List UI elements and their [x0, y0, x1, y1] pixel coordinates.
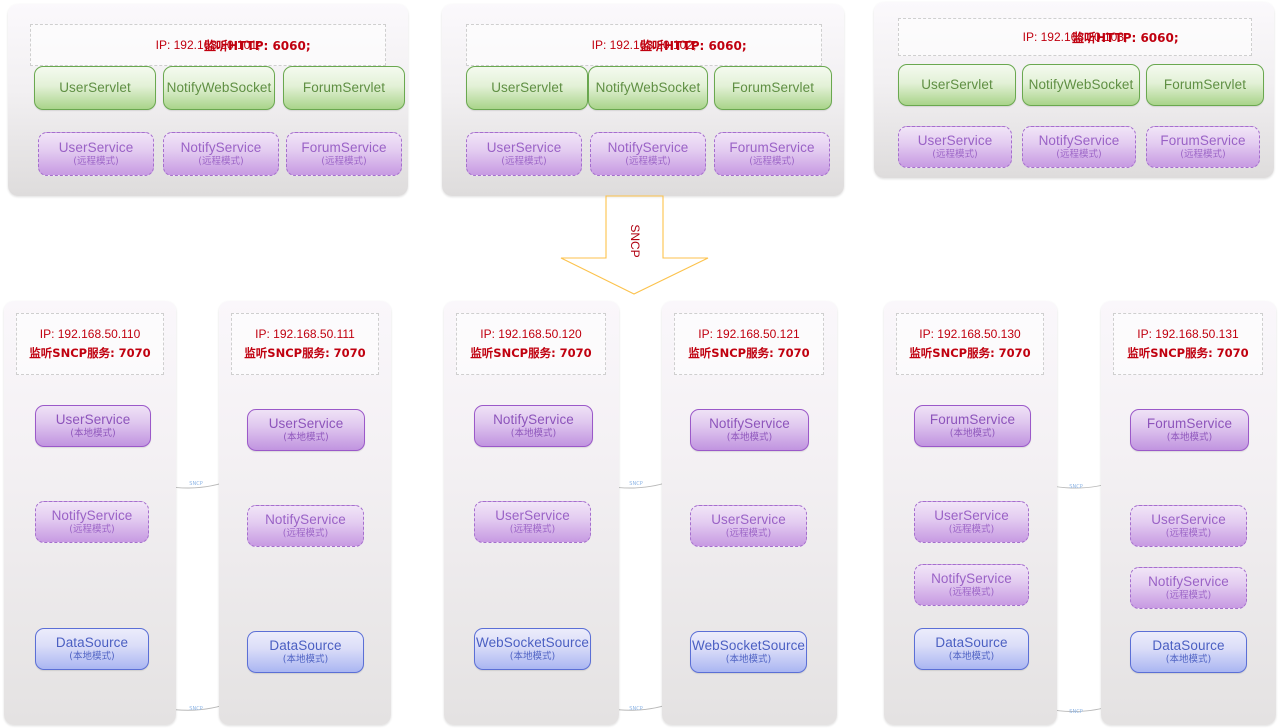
node-header: IP: 192.168.50.130 监听SNCP服务: 7070 [896, 313, 1044, 375]
service-node-panel[interactable]: IP: 192.168.50.131 监听SNCP服务: 7070 ForumS… [1101, 301, 1276, 725]
link-label-sncp: SNCP [1069, 484, 1083, 490]
node-header: IP: 192.168.20.102; [466, 24, 822, 66]
service-box[interactable]: NotifyService(远程模式) [1022, 126, 1136, 168]
datasource-box[interactable]: DataSource(本地模式) [914, 628, 1029, 670]
service-box[interactable]: ForumService(本地模式) [1130, 409, 1249, 451]
service-box[interactable]: UserService(远程模式) [690, 505, 807, 547]
header-port: 监听HTTP: 6060; [640, 39, 747, 53]
header-port: 监听SNCP服务: 7070 [244, 346, 366, 360]
header-port: 监听SNCP服务: 7070 [470, 346, 592, 360]
header-ip: IP: 192.168.50.131 [1137, 327, 1239, 341]
service-box[interactable]: ForumService(远程模式) [714, 132, 830, 176]
datasource-box[interactable]: DataSource(本地模式) [247, 631, 364, 673]
header-ip: IP: 192.168.50.111 [255, 327, 355, 341]
link-label-sncp: SNCP [1069, 709, 1083, 715]
link-label-sncp: SNCP [189, 706, 203, 712]
service-box[interactable]: UserService(远程模式) [38, 132, 154, 176]
node-header: IP: 192.168.20.101; [30, 24, 386, 66]
service-box[interactable]: ForumService(远程模式) [286, 132, 402, 176]
service-box[interactable]: UserService(本地模式) [247, 409, 365, 451]
link-label-sncp: SNCP [189, 481, 203, 487]
datasource-box[interactable]: WebSocketSource(本地模式) [690, 631, 807, 673]
service-node-panel[interactable]: IP: 192.168.50.121 监听SNCP服务: 7070 Notify… [662, 301, 837, 725]
service-box[interactable]: NotifyService(远程模式) [35, 501, 149, 543]
link-label-sncp: SNCP [629, 481, 643, 487]
service-box[interactable]: UserService(远程模式) [1130, 505, 1247, 547]
servlet-box[interactable]: UserServlet [34, 66, 156, 110]
node-header: IP: 192.168.20.103; [898, 18, 1252, 56]
node-header: IP: 192.168.50.110 监听SNCP服务: 7070 [16, 313, 164, 375]
header-ip: IP: 192.168.50.121 [698, 327, 800, 341]
node-header: IP: 192.168.50.120 监听SNCP服务: 7070 [456, 313, 606, 375]
sncp-protocol-label: SNCP [628, 224, 642, 258]
header-ip: IP: 192.168.50.110 [39, 327, 141, 341]
service-box[interactable]: UserService(远程模式) [474, 501, 591, 543]
header-port: 监听SNCP服务: 7070 [688, 346, 810, 360]
datasource-box[interactable]: WebSocketSource(本地模式) [474, 628, 591, 670]
header-port: 监听HTTP: 6060; [1072, 31, 1179, 45]
web-node-panel[interactable]: IP: 192.168.20.102; 监听HTTP: 6060; UserSe… [442, 4, 844, 196]
service-node-panel[interactable]: IP: 192.168.50.120 监听SNCP服务: 7070 Notify… [444, 301, 619, 725]
header-port: 监听SNCP服务: 7070 [29, 346, 151, 360]
service-box[interactable]: ForumService(本地模式) [914, 405, 1031, 447]
web-node-panel[interactable]: IP: 192.168.20.101; 监听HTTP: 6060; UserSe… [8, 4, 408, 196]
servlet-box[interactable]: NotifyWebSocket [163, 66, 275, 110]
service-box[interactable]: NotifyService(本地模式) [474, 405, 593, 447]
node-header: IP: 192.168.50.121 监听SNCP服务: 7070 [674, 313, 824, 375]
service-box[interactable]: UserService(本地模式) [35, 405, 151, 447]
service-box[interactable]: NotifyService(远程模式) [914, 564, 1029, 606]
service-box[interactable]: NotifyService(远程模式) [590, 132, 706, 176]
service-box[interactable]: NotifyService(本地模式) [690, 409, 809, 451]
header-port: 监听SNCP服务: 7070 [1127, 346, 1249, 360]
servlet-box[interactable]: NotifyWebSocket [588, 66, 708, 110]
service-box[interactable]: NotifyService(远程模式) [163, 132, 279, 176]
servlet-box[interactable]: UserServlet [466, 66, 588, 110]
service-box[interactable]: NotifyService(远程模式) [1130, 567, 1247, 609]
web-node-panel[interactable]: IP: 192.168.20.103; 监听HTTP: 6060; UserSe… [874, 2, 1274, 178]
link-label-sncp: SNCP [629, 706, 643, 712]
service-box[interactable]: NotifyService(远程模式) [247, 505, 364, 547]
datasource-box[interactable]: DataSource(本地模式) [1130, 631, 1247, 673]
service-box[interactable]: ForumService(远程模式) [1146, 126, 1260, 168]
datasource-box[interactable]: DataSource(本地模式) [35, 628, 149, 670]
service-node-panel[interactable]: IP: 192.168.50.130 监听SNCP服务: 7070 ForumS… [884, 301, 1057, 725]
service-node-panel[interactable]: IP: 192.168.50.110 监听SNCP服务: 7070 UserSe… [4, 301, 176, 725]
header-port: 监听SNCP服务: 7070 [909, 346, 1031, 360]
servlet-box[interactable]: UserServlet [898, 64, 1016, 106]
servlet-box[interactable]: ForumServlet [283, 66, 405, 110]
header-ip: IP: 192.168.20.101; [155, 37, 261, 52]
header-ip: IP: 192.168.20.103; [1022, 29, 1128, 44]
header-ip: IP: 192.168.20.102; [591, 37, 697, 52]
servlet-box[interactable]: ForumServlet [1146, 64, 1264, 106]
service-box[interactable]: UserService(远程模式) [898, 126, 1012, 168]
service-node-panel[interactable]: IP: 192.168.50.111 监听SNCP服务: 7070 UserSe… [219, 301, 391, 725]
node-header: IP: 192.168.50.131 监听SNCP服务: 7070 [1113, 313, 1263, 375]
service-box[interactable]: UserService(远程模式) [914, 501, 1029, 543]
servlet-box[interactable]: ForumServlet [714, 66, 832, 110]
service-box[interactable]: UserService(远程模式) [466, 132, 582, 176]
header-port: 监听HTTP: 6060; [204, 39, 311, 53]
header-ip: IP: 192.168.50.130 [919, 327, 1021, 341]
header-ip: IP: 192.168.50.120 [480, 327, 582, 341]
servlet-box[interactable]: NotifyWebSocket [1022, 64, 1140, 106]
node-header: IP: 192.168.50.111 监听SNCP服务: 7070 [231, 313, 379, 375]
